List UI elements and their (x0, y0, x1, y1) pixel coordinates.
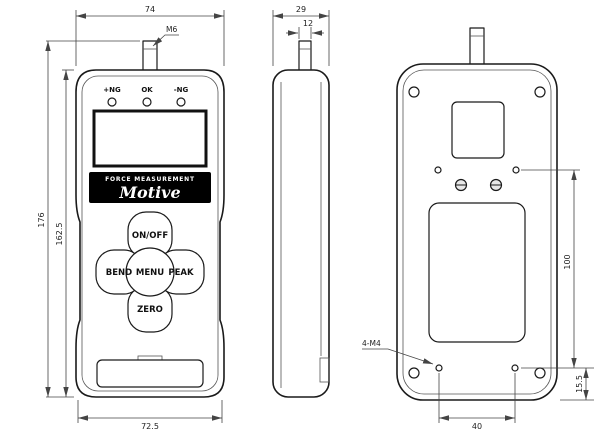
dim-back-hole-span-vertical: 100 (521, 169, 594, 369)
brand-logo-motive: Motive (118, 183, 180, 202)
dim-label-12: 12 (303, 19, 313, 28)
dim-back-bottom-offset: 15.5 (560, 368, 594, 401)
menu-button-label: MENU (136, 268, 164, 278)
zero-button-label: ZERO (137, 305, 163, 315)
mount-hole-top-left (434, 166, 442, 174)
side-bottom-step (319, 357, 330, 383)
keypad-cluster: ON/OFF BEND MENU PEAK ZERO (95, 211, 205, 333)
led-ok (142, 97, 152, 107)
dim-label-100: 100 (563, 254, 572, 269)
lcd-display (92, 109, 208, 168)
dim-label-162-5: 162.5 (55, 223, 64, 246)
brand-panel-bg (89, 172, 211, 203)
indicator-row: +NG OK -NG (103, 86, 189, 107)
mount-hole-bottom-right (511, 364, 519, 372)
back-upper-opening (451, 101, 505, 159)
battery-cover (428, 202, 526, 343)
back-screw-left (454, 178, 468, 192)
mount-hole-top-right (512, 166, 520, 174)
corner-screw-bottom-right (534, 367, 546, 379)
dim-label-176: 176 (37, 212, 46, 227)
dim-side-shaft: 12 (286, 19, 324, 39)
dim-front-height-total: 176 (37, 40, 140, 398)
bend-button-label: BEND (106, 268, 132, 278)
side-view (272, 40, 330, 398)
back-view (396, 27, 558, 401)
mount-hole-bottom-left (435, 364, 443, 372)
led-plus-ng (107, 97, 117, 107)
menu-button (125, 247, 175, 297)
front-view: +NG OK -NG FORCE MEASUREMENT Motive ON/O… (75, 40, 225, 398)
dim-front-height-body: 162.5 (55, 69, 74, 397)
bottom-cover (96, 359, 204, 388)
screw-callout: 4-M4 (362, 339, 434, 365)
peak-button-label: PEAK (168, 268, 194, 278)
led-minus-ng (176, 97, 186, 107)
dim-front-width-top: 74 (75, 5, 225, 66)
thread-callout: M6 (152, 25, 179, 47)
side-body-outline (272, 69, 330, 398)
corner-screw-bottom-left (408, 367, 420, 379)
dim-label-72-5: 72.5 (141, 422, 159, 431)
corner-screw-top-left (408, 86, 420, 98)
onoff-button-label: ON/OFF (132, 231, 168, 241)
dim-label-m6: M6 (166, 25, 177, 34)
front-sensor-shaft (142, 40, 158, 72)
indicator-label-minus-ng: -NG (174, 86, 189, 94)
back-body-inner-contour (402, 69, 552, 395)
back-screw-right (489, 178, 503, 192)
dim-label-74: 74 (145, 5, 155, 14)
back-sensor-shaft (469, 27, 485, 67)
brand-line-force-measurement: FORCE MEASUREMENT (105, 176, 195, 183)
dim-back-hole-span-horizontal: 40 (438, 373, 516, 431)
dim-front-width-bottom: 72.5 (77, 400, 223, 431)
dim-label-40: 40 (472, 422, 482, 431)
side-sensor-shaft (298, 40, 312, 72)
brand-panel: FORCE MEASUREMENT Motive (89, 172, 211, 203)
dim-label-15-5: 15.5 (575, 375, 584, 393)
indicator-label-ok: OK (141, 86, 153, 94)
front-body-inner-contour (81, 75, 219, 392)
corner-screw-top-right (534, 86, 546, 98)
dim-label-29: 29 (296, 5, 306, 14)
indicator-label-plus-ng: +NG (103, 86, 121, 94)
dim-side-depth: 29 (272, 5, 330, 66)
dim-label-4-m4: 4-M4 (362, 339, 381, 348)
